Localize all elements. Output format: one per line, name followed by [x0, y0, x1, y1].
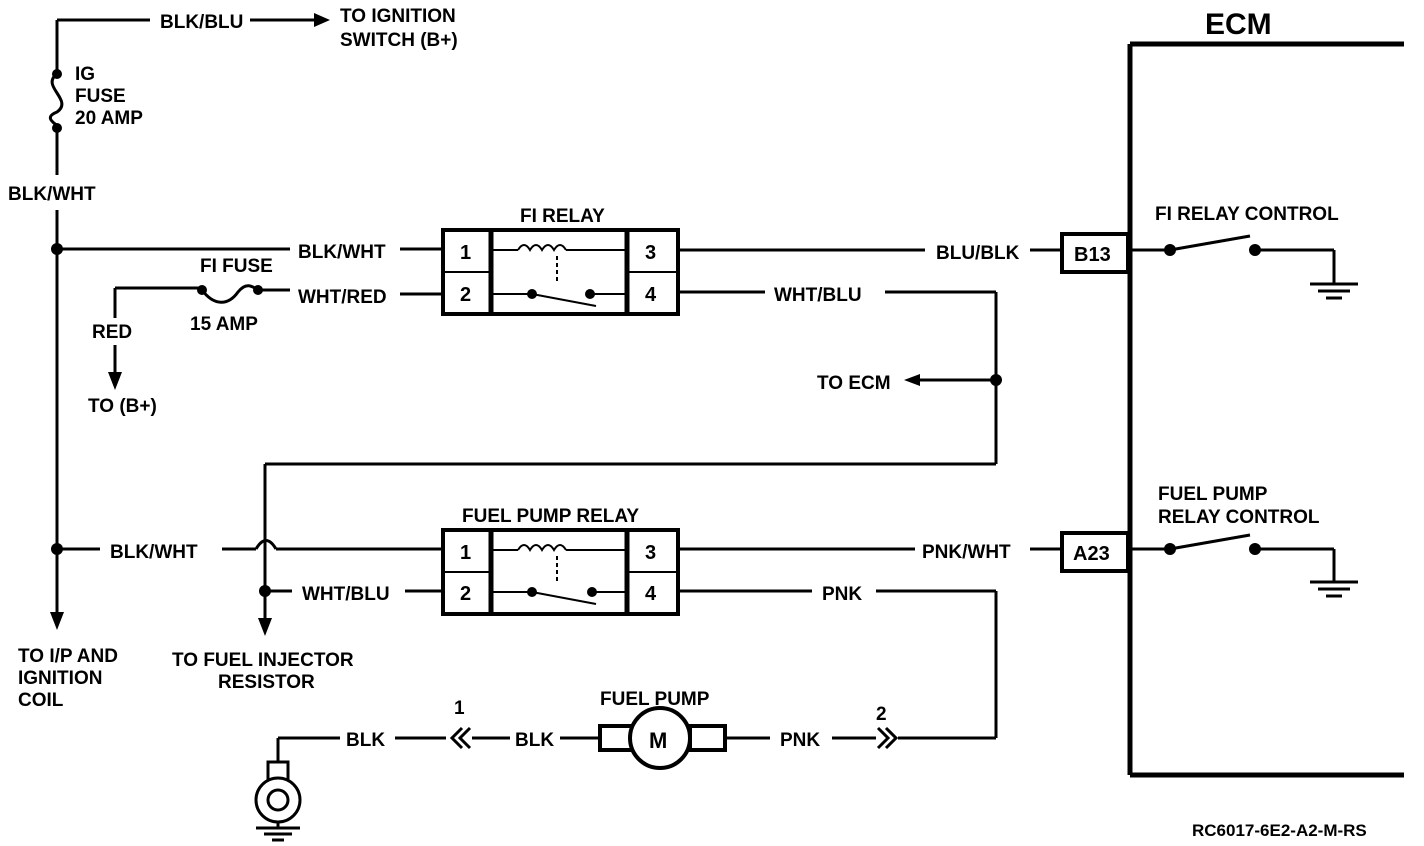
- terminal-b13: [1060, 232, 1130, 274]
- connector-1-label: 1: [454, 698, 465, 719]
- fi-relay-out-bottom-label: WHT/BLU: [774, 285, 862, 306]
- injector-resistor-label-2: RESISTOR: [218, 672, 315, 693]
- fp-relay-pin-4: 4: [645, 583, 657, 605]
- fi-relay-pin-1: 1: [460, 242, 471, 264]
- pump-ground-wire-label: BLK: [346, 730, 385, 751]
- ig-fuse-label-2: FUSE: [75, 86, 126, 107]
- arrow-right-icon: [314, 13, 330, 27]
- ground-eyelet-icon: [254, 760, 302, 842]
- ecm-housing: [1127, 41, 1404, 778]
- terminal-a23-label: A23: [1073, 543, 1110, 565]
- ignition-switch-label-2: SWITCH (B+): [340, 30, 458, 51]
- fuel-pump-relay: [441, 528, 680, 616]
- ignition-switch-label: TO IGNITION: [340, 6, 456, 27]
- fi-relay-pin-2: 2: [460, 284, 471, 306]
- arrow-down-icon: [258, 618, 272, 636]
- fi-fuse-icon: [200, 284, 259, 304]
- fi-fuse-wire: [108, 284, 445, 390]
- fi-relay-pin-3: 3: [645, 242, 656, 264]
- top-feed-wire: [55, 13, 330, 72]
- fi-relay-title: FI RELAY: [520, 206, 605, 227]
- fp-relay-control-label: FUEL PUMP: [1158, 484, 1268, 505]
- relay-coil-icon: [517, 544, 567, 552]
- fp-relay-output-wires: [678, 547, 1062, 740]
- fp-relay-control-label-2: RELAY CONTROL: [1158, 507, 1320, 528]
- fi-relay-control-label: FI RELAY CONTROL: [1155, 204, 1339, 225]
- fi-relay-control-switch: [1130, 234, 1358, 300]
- fp-relay-pin-3: 3: [645, 542, 656, 564]
- to-ecm-label: TO ECM: [817, 373, 891, 394]
- fp-relay-out-bottom-label: PNK: [822, 584, 862, 605]
- fp-relay-in-bottom-label: WHT/BLU: [302, 584, 390, 605]
- connector-2-label: 2: [876, 704, 887, 725]
- fp-relay-out-top-label: PNK/WHT: [922, 542, 1011, 563]
- relay-coil-icon: [517, 244, 567, 252]
- main-feed-label: BLK/WHT: [8, 184, 96, 205]
- relay-switch-icon: [531, 293, 597, 307]
- injector-resistor-label: TO FUEL INJECTOR: [172, 650, 354, 671]
- fuel-pump-motor: [276, 706, 899, 770]
- arrow-down-icon: [50, 612, 64, 630]
- fp-relay-in-wire-label: BLK/WHT: [110, 542, 198, 563]
- fi-fuse-label: FI FUSE: [200, 256, 273, 277]
- fi-relay-output-wires: [258, 248, 1062, 636]
- fuel-pump-title: FUEL PUMP: [600, 689, 710, 710]
- fp-relay-pin-1: 1: [460, 542, 471, 564]
- fi-relay: [441, 228, 680, 316]
- top-wire-label: BLK/BLU: [160, 12, 243, 33]
- pump-left-wire-label: BLK: [515, 730, 554, 751]
- fi-relay-pin-4: 4: [645, 284, 657, 306]
- ip-coil-label-2: IGNITION: [18, 668, 102, 689]
- ig-fuse-icon: [48, 69, 64, 175]
- terminal-a23: [1060, 531, 1130, 573]
- relay-switch-icon: [531, 591, 597, 605]
- fp-relay-control-switch: [1130, 533, 1358, 598]
- battery-wire-label: RED: [92, 322, 132, 343]
- battery-dest-label: TO (B+): [88, 396, 157, 417]
- ig-fuse-rating: 20 AMP: [75, 108, 143, 129]
- pump-right-wire-label: PNK: [780, 730, 820, 751]
- reference-code: RC6017-6E2-A2-M-RS: [1192, 821, 1367, 840]
- arrow-left-icon: [904, 374, 920, 386]
- fi-relay-out-top-label: BLU/BLK: [936, 243, 1020, 264]
- fi-fuse-rating: 15 AMP: [190, 314, 258, 335]
- arrow-down-icon: [108, 372, 122, 390]
- ecm-title: ECM: [1205, 8, 1272, 41]
- connector-chevron-left-icon: [449, 726, 472, 750]
- fi-relay-in-wire-label: BLK/WHT: [298, 242, 386, 263]
- connector-chevron-right-icon: [876, 726, 899, 750]
- motor-symbol: M: [649, 728, 667, 753]
- ig-fuse-label: IG: [75, 64, 95, 85]
- ip-coil-label-3: COIL: [18, 690, 64, 711]
- terminal-b13-label: B13: [1074, 244, 1111, 266]
- ip-coil-label: TO I/P AND: [18, 646, 118, 667]
- fp-relay-pin-2: 2: [460, 583, 471, 605]
- fp-relay-title: FUEL PUMP RELAY: [462, 506, 639, 527]
- fi-fuse-wire-label: WHT/RED: [298, 287, 387, 308]
- main-bus-wire: [50, 210, 445, 630]
